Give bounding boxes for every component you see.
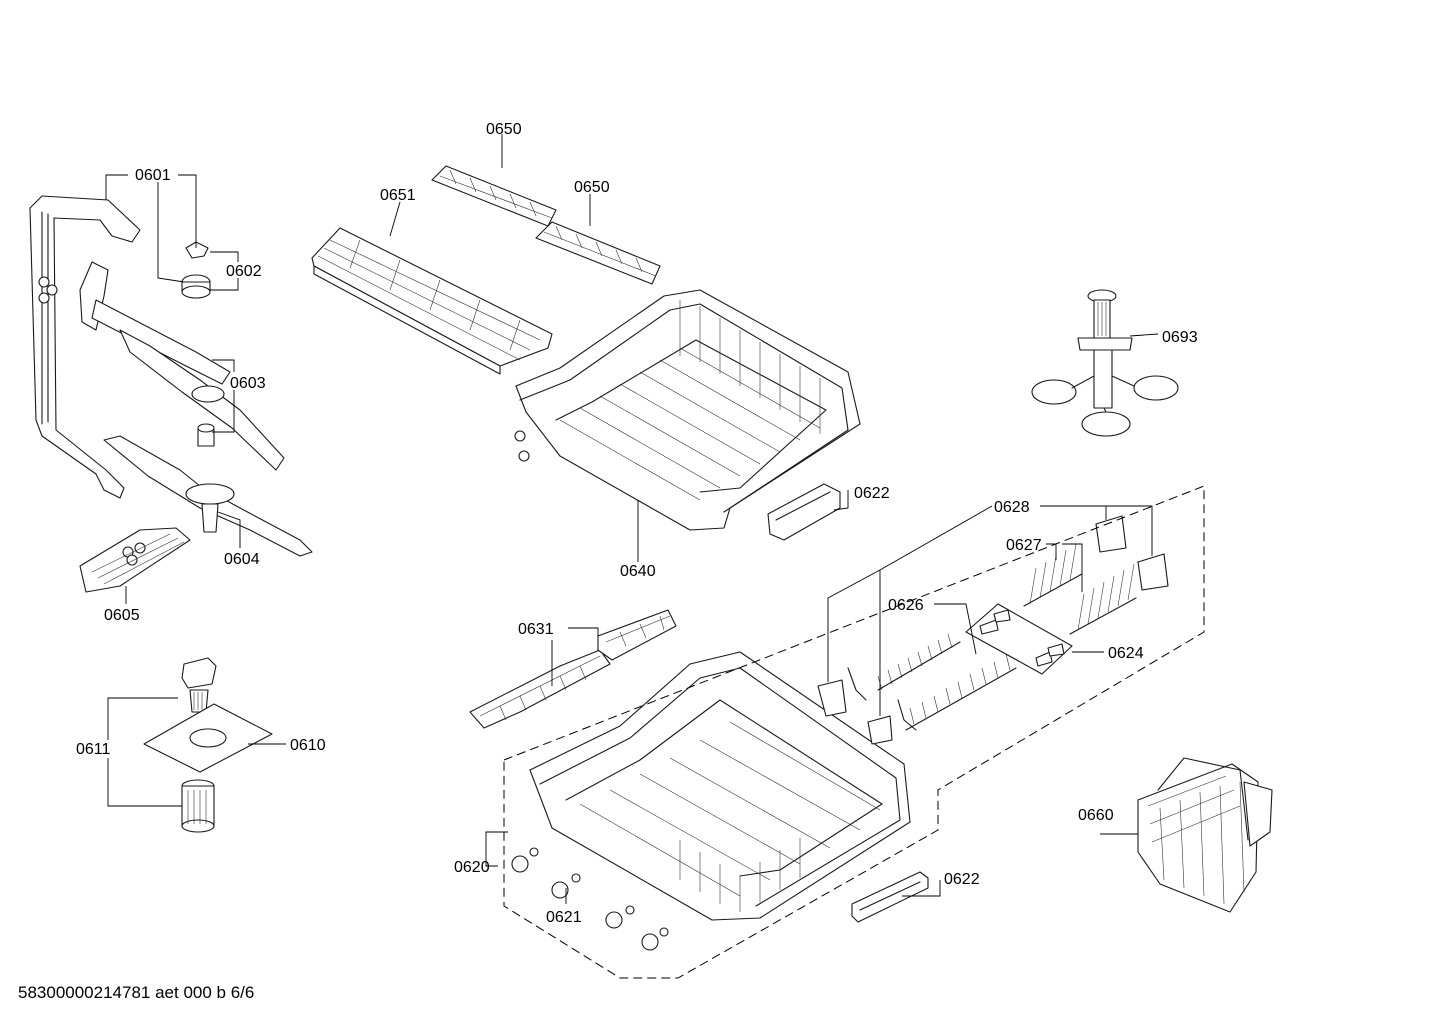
rack-adjusters bbox=[817, 515, 1169, 745]
label-0631: 0631 bbox=[518, 621, 554, 638]
rack-wheels bbox=[511, 847, 669, 951]
star-shaped-holder bbox=[1031, 289, 1179, 437]
upper-clip-0622 bbox=[767, 483, 841, 541]
label-0626: 0626 bbox=[888, 597, 924, 614]
filter-cover-plate bbox=[79, 527, 191, 593]
label-0650-left: 0650 bbox=[486, 121, 522, 138]
label-0650-right: 0650 bbox=[574, 179, 610, 196]
upper-rack-rail-left bbox=[431, 165, 557, 227]
label-0640: 0640 bbox=[620, 563, 656, 580]
clip-set-0624 bbox=[965, 603, 1073, 675]
leader-lines bbox=[105, 134, 1159, 904]
label-0603: 0603 bbox=[230, 375, 266, 392]
label-0605: 0605 bbox=[104, 607, 140, 624]
label-0624: 0624 bbox=[1108, 645, 1144, 662]
tine-rows bbox=[847, 543, 1137, 731]
upper-rack-rail-right bbox=[535, 221, 661, 285]
label-0660: 0660 bbox=[1078, 807, 1114, 824]
label-0621: 0621 bbox=[546, 909, 582, 926]
document-footer-id: 58300000214781 aet 000 b 6/6 bbox=[18, 983, 254, 1002]
label-0622-upper: 0622 bbox=[854, 485, 890, 502]
label-0601: 0601 bbox=[135, 167, 171, 184]
cutlery-tray bbox=[311, 227, 553, 375]
lower-rack-group-boundary bbox=[503, 485, 1205, 979]
lower-rack bbox=[529, 651, 911, 921]
cutlery-basket bbox=[1137, 757, 1273, 913]
filter-assembly bbox=[143, 657, 273, 833]
label-0611: 0611 bbox=[76, 741, 111, 758]
upper-rack bbox=[514, 289, 861, 531]
water-supply-pipe bbox=[29, 195, 141, 499]
label-0693: 0693 bbox=[1162, 329, 1198, 346]
label-0620: 0620 bbox=[454, 859, 490, 876]
lower-clip-0622 bbox=[851, 871, 929, 923]
lower-rack-rail bbox=[469, 609, 677, 729]
label-0604: 0604 bbox=[224, 551, 260, 568]
label-0610: 0610 bbox=[290, 737, 326, 754]
spray-arm-bearing-part bbox=[181, 241, 211, 299]
label-0627: 0627 bbox=[1006, 537, 1042, 554]
label-0602: 0602 bbox=[226, 263, 262, 280]
label-0651: 0651 bbox=[380, 187, 416, 204]
upper-spray-arm bbox=[79, 261, 285, 471]
lower-spray-arm bbox=[103, 435, 313, 557]
label-0628: 0628 bbox=[994, 499, 1030, 516]
label-0622-lower: 0622 bbox=[944, 871, 980, 888]
